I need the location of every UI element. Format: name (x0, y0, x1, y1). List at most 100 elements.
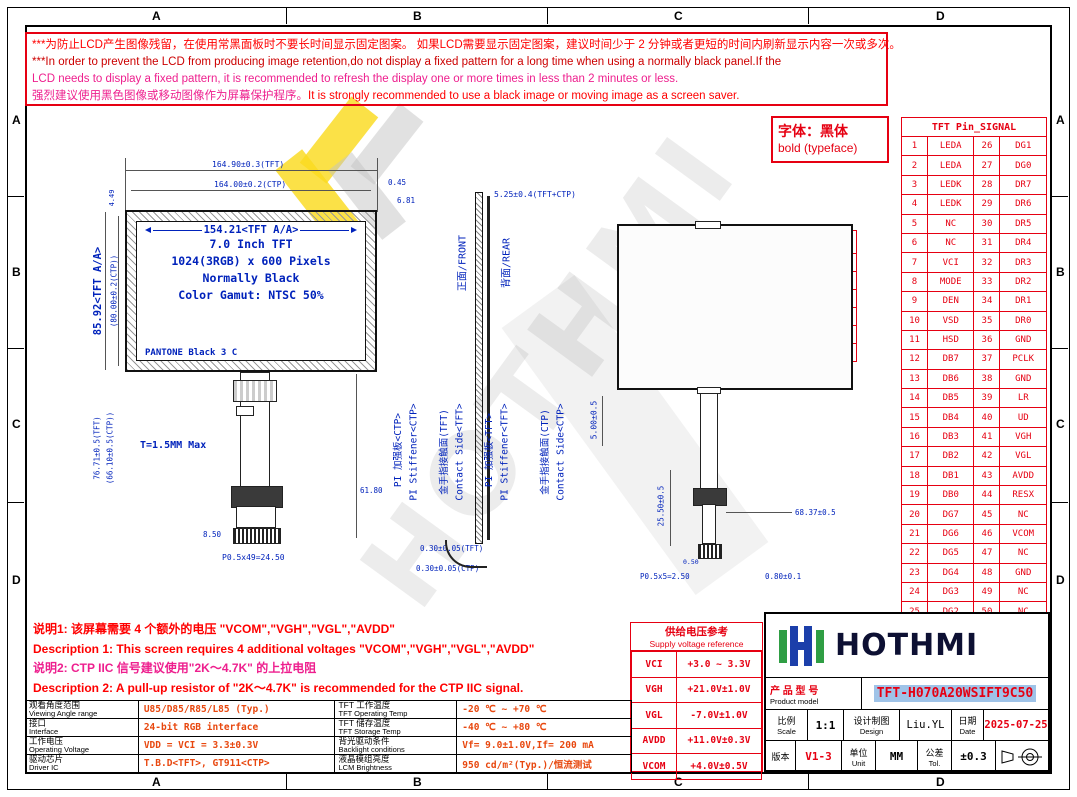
dim-line (105, 212, 106, 370)
frame-tick (7, 502, 24, 503)
product-row: 产 品 型 号 Product model TFT-H070A20WSIFT9C… (766, 678, 1048, 710)
product-model-value: TFT-H070A20WSIFT9C50 (873, 685, 1037, 702)
dim-label-850: 8.50 (203, 530, 222, 539)
label-rear-side: 背面/REAR (501, 237, 513, 289)
dim-line (125, 170, 377, 171)
version-value: V1-3 (796, 741, 842, 772)
dim-label-050: 0.50 (683, 558, 699, 566)
dim-label-pitch-front: P0.5x49=24.50 (222, 553, 285, 562)
arrow-right-icon (350, 227, 357, 233)
table-row: AVDD+11.0V±0.3V (631, 727, 762, 754)
product-label-cn: 产 品 型 号 (770, 685, 819, 697)
zone-row-label: D (12, 573, 21, 587)
zone-row-label: D (1056, 573, 1065, 587)
zone-row-label: B (12, 265, 21, 279)
label-pi-stiffener-ctp-cn: PI 加强板<CTP> (393, 412, 404, 488)
unit-label-en: Unit (851, 758, 866, 768)
frame-tick (808, 772, 809, 789)
rear-notch (695, 221, 721, 229)
dim-label-61: 61.80 (360, 486, 383, 495)
warning-line-4-cn: 强烈建议使用黑色图像或移动图像作为屏幕保护程序。 (32, 90, 308, 102)
dim-line (118, 216, 119, 366)
side-section-strip (475, 192, 483, 544)
dim-label-gap1: 0.45 (388, 178, 407, 187)
table-row: VGH+21.0V±1.0V (631, 676, 762, 703)
zone-col-label: C (674, 9, 683, 23)
zone-col-label: D (936, 775, 945, 789)
panel-spec-pantone: PANTONE Black 3 C (145, 348, 238, 358)
warning-line-3: LCD needs to display a fixed pattern, it… (32, 73, 679, 85)
active-area: 154.21<TFT A/A> 7.0 Inch TFT 1024(3RGB) … (136, 221, 366, 361)
dim-label-aa-height: 85.92<TFT A/A> (92, 246, 104, 336)
zone-row-label: A (1056, 113, 1065, 127)
product-label-en: Product model (770, 696, 819, 706)
lcd-retention-warning: ***为防止LCD产生图像残留，在使用常黑面板时不要长时间显示固定图案。 如果L… (25, 32, 901, 106)
dim-label-ctp-height: (80.00±0.2(CTP)) (109, 254, 119, 328)
rear-fpc-gold-fingers (698, 544, 722, 559)
panel-spec-resolution: 1024(3RGB) x 600 Pixels (171, 254, 331, 268)
panel-spec-gamut: Color Gamut: NTSC 50% (178, 288, 324, 302)
label-pi-stiffener-ctp-en: PI Stiffener<CTP> (408, 403, 420, 501)
note-1-en: Description 1: This screen requires 4 ad… (33, 641, 535, 656)
logo-row: HOTHMI (766, 614, 1048, 678)
dim-label-080: 0.80±0.1 (765, 572, 802, 581)
fpc-gold-fingers (233, 528, 281, 544)
table-row: VGL-7.0V±1.0V (631, 702, 762, 729)
dim-label-500: 5.00±0.5 (589, 400, 599, 440)
design-label-en: Design (859, 727, 884, 736)
fpc-component (236, 406, 254, 416)
side-section-strip-2 (487, 196, 490, 540)
frame-tick (547, 772, 548, 789)
frame-tick (1051, 348, 1068, 349)
scale-label-cn: 比例 (777, 716, 796, 726)
tol-value: ±0.3 (952, 741, 996, 772)
dim-line (356, 374, 357, 538)
frame-tick (7, 196, 24, 197)
frame-tick (286, 772, 287, 789)
unit-value: MM (876, 741, 918, 772)
dim-label-2550: 25.50±0.5 (656, 485, 666, 527)
label-pi-stiffener-tft-cn: PI 加强板<TFT> (484, 412, 495, 488)
projection-symbol-icon (1001, 748, 1042, 765)
zone-row-label: A (12, 113, 21, 127)
supply-header-en: Supply voltage reference (649, 639, 744, 649)
warning-line-1: ***为防止LCD产生图像残留，在使用常黑面板时不要长时间显示固定图案。 如果L… (32, 39, 901, 51)
label-contact-side-tft-en: Contact Side<TFT> (454, 403, 466, 501)
table-row: VCOM+4.0V±0.5V (631, 753, 762, 780)
hothmi-logo-text: HOTHMI (835, 628, 979, 663)
date-value: 2025-07-25 (984, 719, 1048, 731)
zone-col-label: B (413, 9, 422, 23)
zone-row-label: C (12, 417, 21, 431)
supply-header-cn: 供给电压参考 (665, 626, 728, 638)
design-value: Liu.YL (900, 710, 952, 740)
hothmi-logo-icon (779, 625, 824, 666)
frame-tick (1051, 196, 1068, 197)
dim-line (602, 396, 603, 446)
frame-tick (286, 7, 287, 24)
warning-line-2: ***In order to prevent the LCD from prod… (32, 56, 782, 68)
unit-label-cn: 单位 (849, 747, 868, 758)
frame-tick (808, 7, 809, 24)
zone-col-label: D (936, 9, 945, 23)
front-view-panel: 154.21<TFT A/A> 7.0 Inch TFT 1024(3RGB) … (125, 210, 377, 372)
dim-label-gap2: 6.81 (397, 196, 416, 205)
date-label-cn: 日期 (958, 716, 977, 726)
dim-label-tft-width: 164.90±0.3(TFT) (212, 160, 285, 169)
date-label-en: Date (959, 727, 976, 736)
